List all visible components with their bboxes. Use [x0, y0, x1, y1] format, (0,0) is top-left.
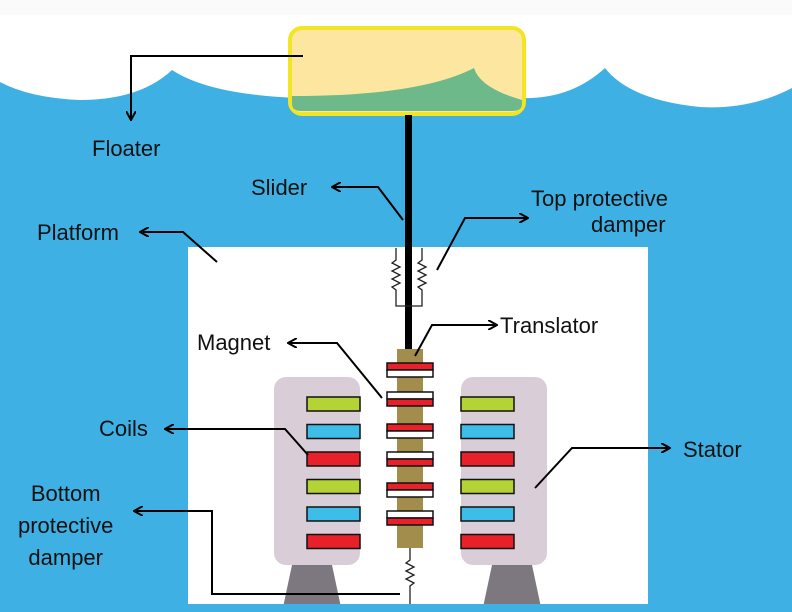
- label-translator: Translator: [500, 313, 599, 338]
- coil-left: [306, 478, 361, 495]
- magnet: [386, 398, 434, 407]
- magnet: [386, 391, 434, 400]
- bottom-protective-damper: [404, 548, 416, 612]
- label-platform: Platform: [37, 220, 119, 245]
- coil-right: [460, 533, 515, 550]
- coil-right: [460, 478, 515, 495]
- label-line: damper: [28, 545, 103, 570]
- floater: [288, 26, 526, 116]
- coil-right: [460, 506, 515, 522]
- coil-left: [306, 396, 361, 412]
- coils: [306, 396, 515, 550]
- magnet: [386, 451, 434, 460]
- label-line: Bottom: [30, 481, 101, 506]
- coil-right: [460, 451, 515, 467]
- magnet: [386, 489, 434, 498]
- stator-base-right: [482, 565, 542, 612]
- magnet: [386, 423, 434, 432]
- coil-left: [306, 451, 361, 467]
- stator-base-left: [282, 565, 342, 612]
- coil-left: [306, 506, 361, 522]
- label-stator: Stator: [683, 437, 742, 462]
- magnet: [386, 482, 434, 491]
- label-line: Top protective: [531, 186, 668, 211]
- magnet: [386, 458, 434, 467]
- label-coils: Coils: [99, 416, 148, 441]
- coil-left: [306, 533, 361, 550]
- leader-lines: [131, 55, 670, 595]
- label-floater: Floater: [92, 136, 161, 161]
- magnet: [386, 430, 434, 439]
- magnet: [386, 510, 434, 519]
- label-magnet: Magnet: [197, 330, 271, 355]
- magnet: [386, 369, 434, 378]
- label-line: protective: [18, 513, 114, 538]
- label-top-protective-damper: Top protective damper: [531, 186, 668, 238]
- label-slider: Slider: [251, 175, 308, 200]
- label-line: damper: [591, 212, 666, 237]
- coil-right: [460, 423, 515, 440]
- magnet: [386, 517, 434, 526]
- top-protective-damper: [390, 248, 428, 307]
- slider: [405, 115, 412, 351]
- magnets: [386, 362, 434, 526]
- coil-right: [460, 396, 515, 412]
- label-bottom-protective-damper: Bottom protective damper: [18, 478, 113, 574]
- magnet: [386, 362, 434, 371]
- coil-left: [306, 423, 361, 440]
